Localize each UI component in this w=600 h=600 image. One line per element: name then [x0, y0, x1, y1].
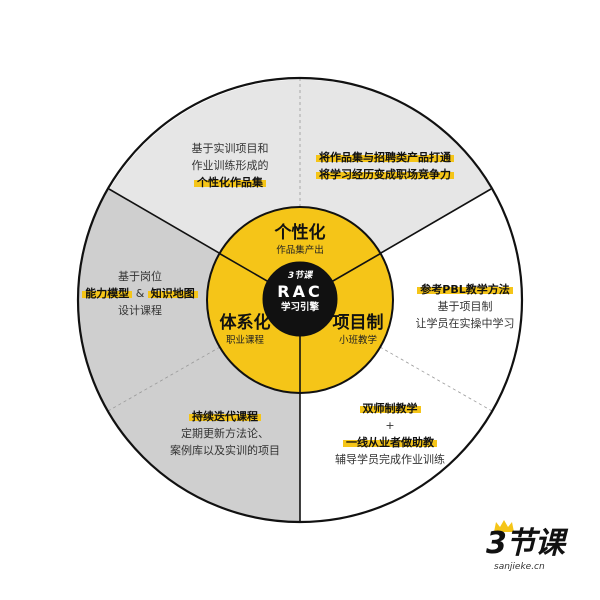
- highlight-text: 将作品集与招聘类产品打通: [316, 151, 454, 164]
- sector-text-left-lower: 持续迭代课程 定期更新方法论、 案例库以及实训的项目: [165, 408, 285, 459]
- highlight-text: 一线从业者做助教: [343, 436, 437, 449]
- ring-label-personalized: 个性化 作品集产出: [250, 222, 350, 258]
- core-label: 3节课 RAC 学习引擎: [264, 270, 336, 314]
- text-line: 作业训练形成的: [191, 159, 269, 172]
- ampersand: &: [135, 287, 145, 300]
- core-title: RAC: [277, 282, 323, 301]
- ring-title: 体系化: [219, 313, 271, 333]
- text-line: 基于岗位: [118, 270, 162, 283]
- ring-subtitle: 作品集产出: [276, 245, 324, 256]
- plus-sign: +: [385, 419, 395, 432]
- text-line: 基于项目制: [437, 300, 493, 313]
- ring-label-systematic: 体系化 职业课程: [205, 312, 285, 348]
- core-circle: [262, 261, 338, 337]
- text-line: 辅导学员完成作业训练: [335, 453, 445, 466]
- highlight-text: 能力模型: [82, 287, 133, 300]
- highlight-text: 将学习经历变成职场竞争力: [316, 168, 454, 181]
- highlight-text: 参考PBL教学方法: [417, 283, 513, 296]
- ring-label-project: 项目制 小班教学: [318, 312, 398, 348]
- text-line: 定期更新方法论、: [181, 427, 269, 440]
- text-line: 让学员在实操中学习: [415, 317, 515, 330]
- ring-subtitle: 小班教学: [338, 335, 377, 346]
- highlight-text: 知识地图: [147, 287, 198, 300]
- logo-mark: 3节课: [486, 526, 565, 561]
- sector-text-right-upper: 参考PBL教学方法 基于项目制 让学员在实操中学习: [400, 281, 530, 332]
- sector-text-left-upper: 基于岗位 能力模型 & 知识地图 设计课程: [75, 268, 205, 319]
- highlight-text: 个性化作品集: [194, 176, 266, 189]
- sector-text-top-right: 将作品集与招聘类产品打通 将学习经历变成职场竞争力: [305, 149, 465, 183]
- sector-text-right-lower: 双师制教学 + 一线从业者做助教 辅导学员完成作业训练: [320, 400, 460, 468]
- text-line: 设计课程: [118, 304, 162, 317]
- highlight-text: 双师制教学: [359, 402, 421, 415]
- text-line: 基于实训项目和: [191, 142, 269, 155]
- logo-url: sanjieke.cn: [494, 562, 545, 572]
- brand-logo: 3节课 sanjieke.cn: [480, 520, 570, 580]
- ring-subtitle: 职业课程: [225, 335, 264, 346]
- core-brand: 3节课: [287, 271, 313, 281]
- ring-title: 个性化: [274, 223, 326, 243]
- outer-ring-outline: [76, 76, 524, 524]
- sector-top: [109, 79, 493, 300]
- text-line: 案例库以及实训的项目: [170, 444, 280, 457]
- crown-icon: [494, 520, 514, 532]
- highlight-text: 持续迭代课程: [189, 410, 261, 423]
- ring-title: 项目制: [332, 313, 384, 333]
- sector-text-top-left: 基于实训项目和 作业训练形成的 个性化作品集: [170, 140, 290, 191]
- core-subtitle: 学习引擎: [280, 302, 319, 313]
